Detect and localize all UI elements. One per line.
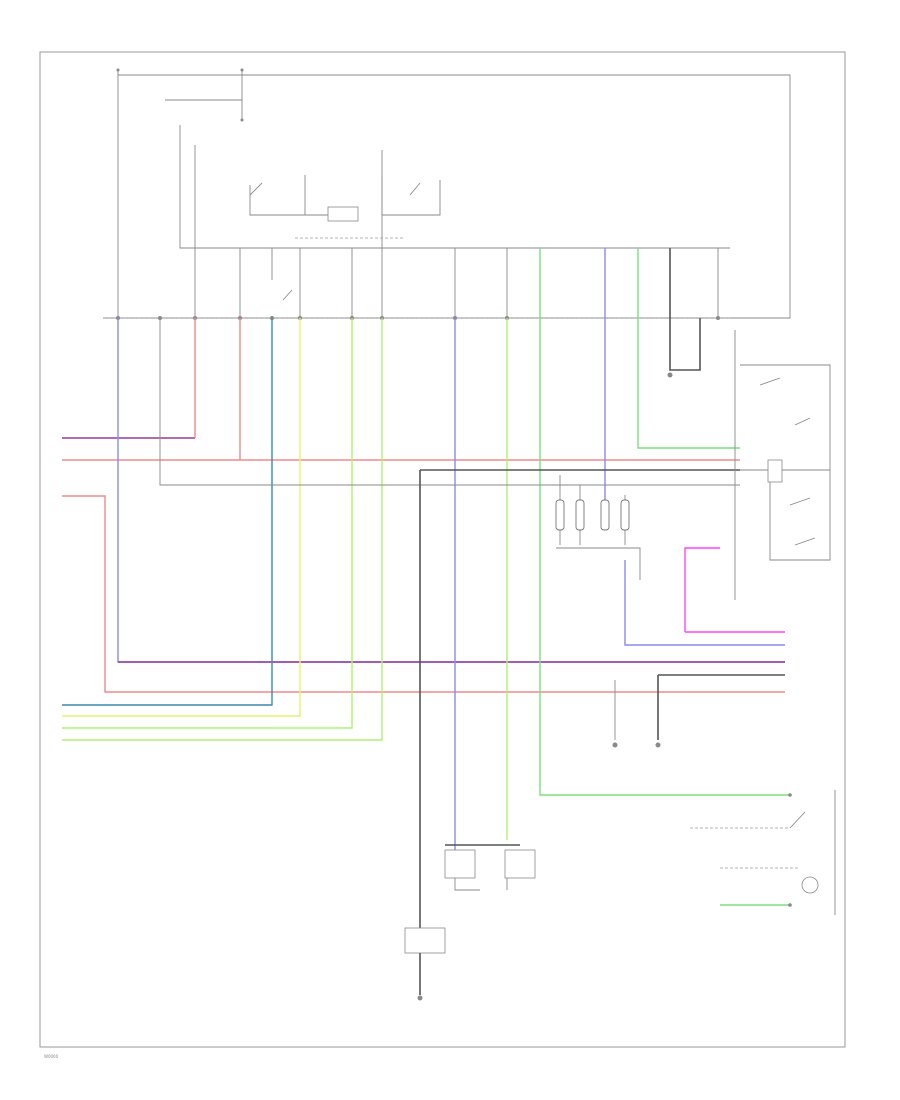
relay-coils (555, 499, 641, 580)
page-code: W0000 (44, 1054, 59, 1059)
lower-right-components (690, 790, 836, 915)
colored-wires (62, 248, 790, 935)
diagram-frame (39, 51, 846, 1048)
right-switch-module (734, 330, 831, 600)
bottom-cluster (404, 372, 673, 1001)
top-power-section (103, 68, 791, 319)
